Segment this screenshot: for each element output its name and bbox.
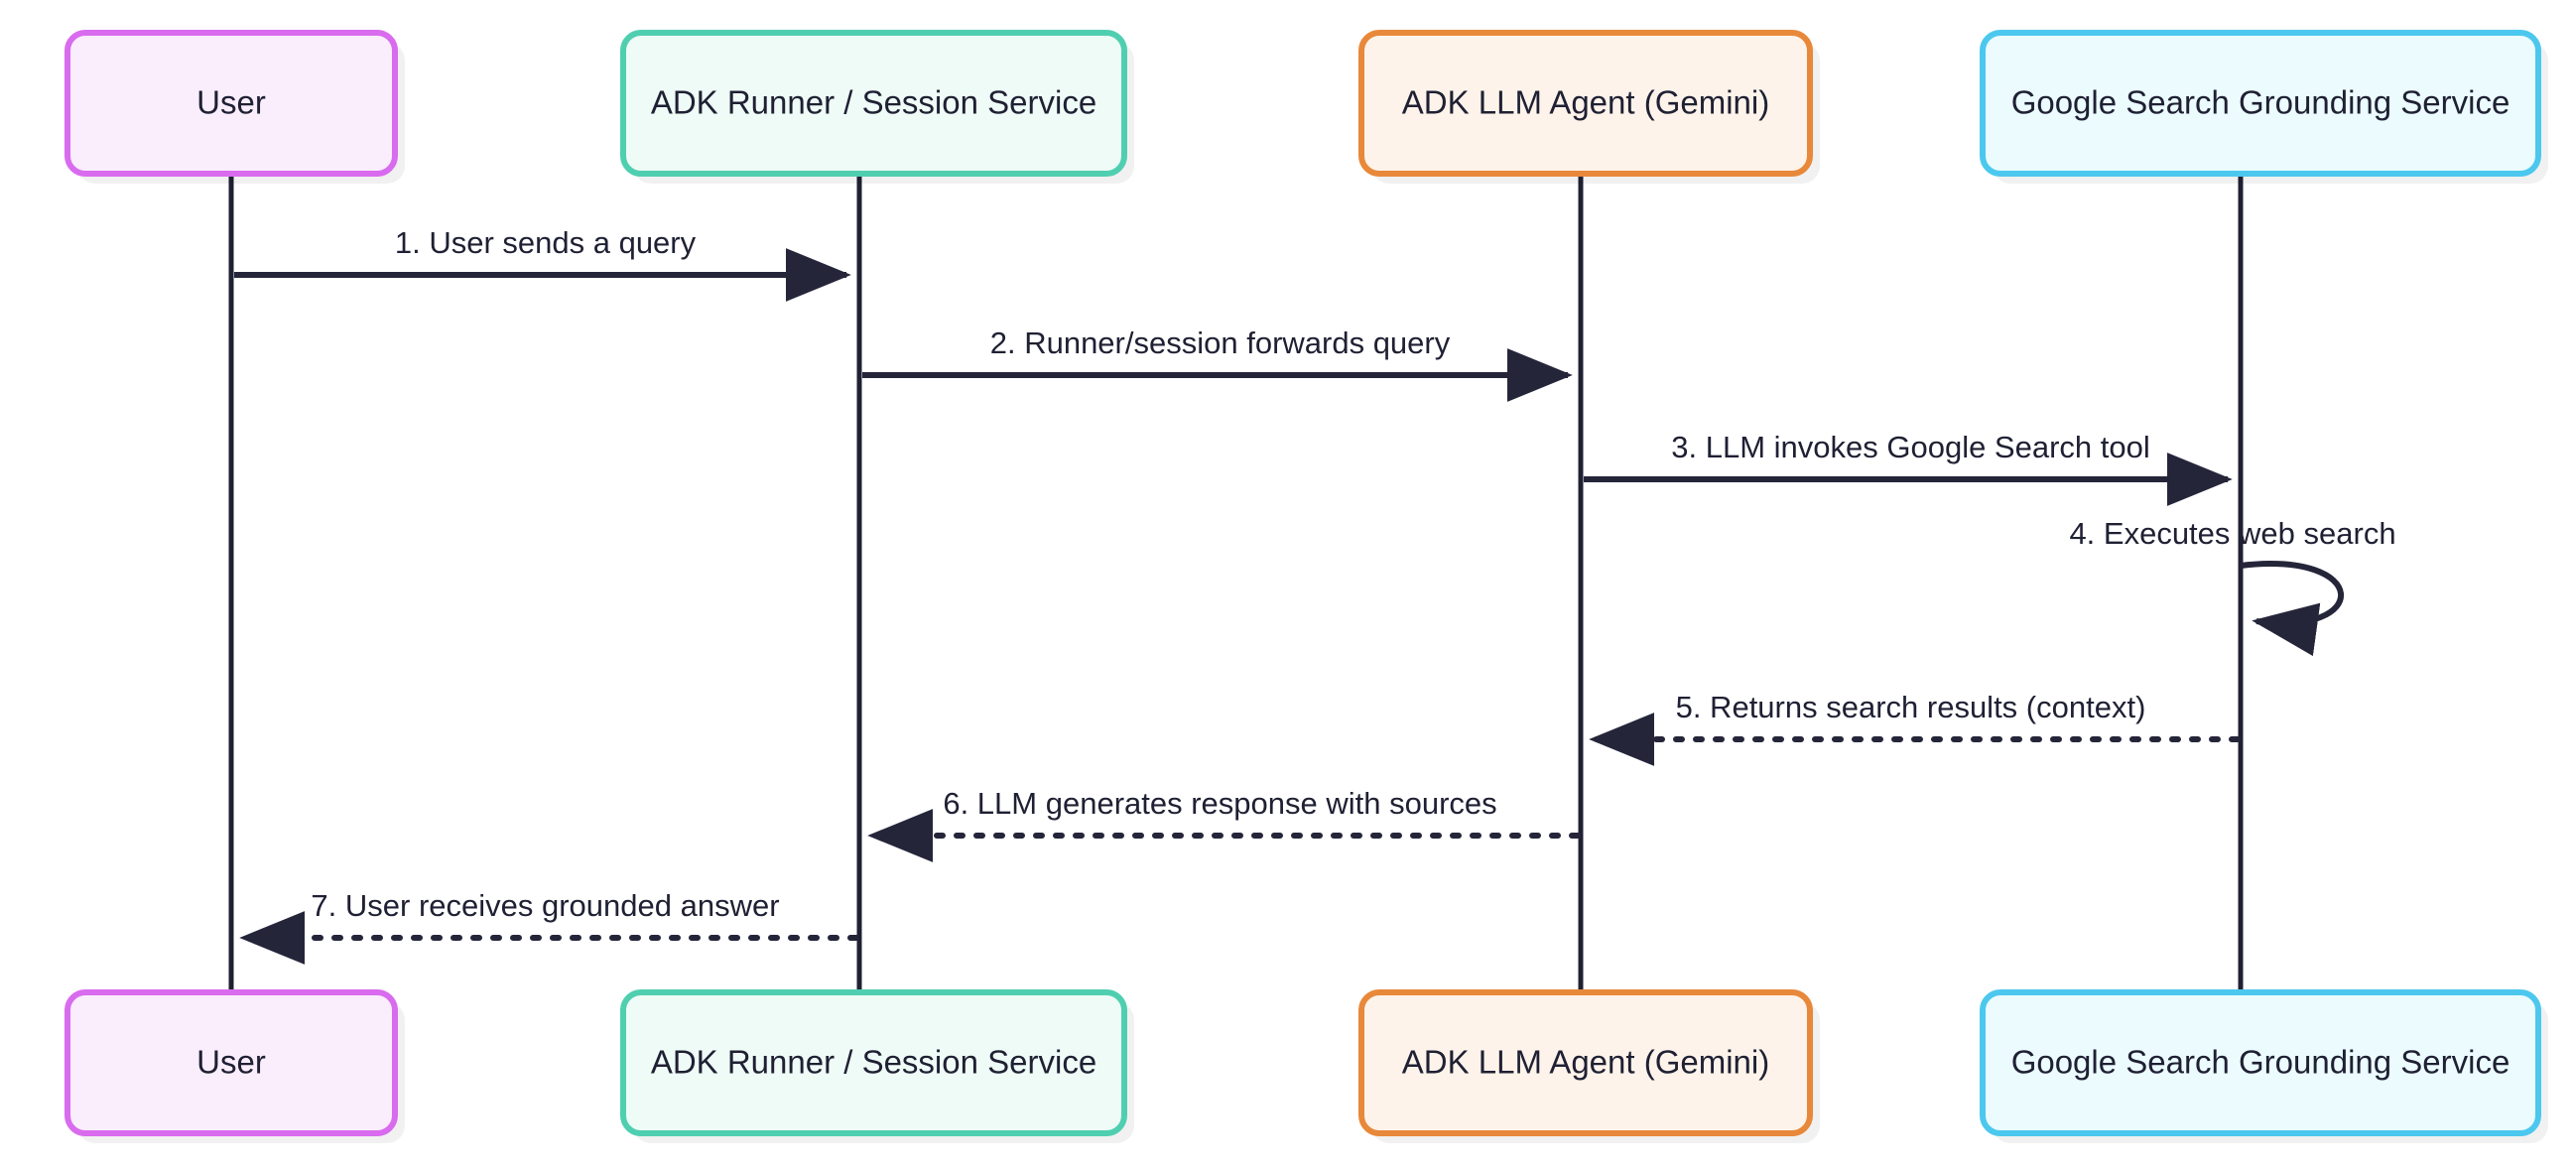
participant-box-runner-top[interactable] <box>620 30 1127 177</box>
participant-label-agent-bottom: ADK LLM Agent (Gemini) <box>1402 1044 1769 1081</box>
participant-boxes-top: User ADK Runner / Session Service ADK LLM … <box>64 30 2548 184</box>
message-label-7: 7. User receives grounded answer <box>311 888 779 923</box>
participant-label-search-bottom: Google Search Grounding Service <box>2011 1044 2511 1081</box>
participant-box-agent-bottom[interactable] <box>1358 989 1813 1136</box>
message-label-1: 1. User sends a query <box>395 225 697 260</box>
message-arrow-self-4 <box>2240 561 2345 657</box>
participant-label-runner-bottom: ADK Runner / Session Service <box>651 1044 1096 1081</box>
participant-box-search-bottom[interactable] <box>1980 989 2541 1136</box>
message-5[interactable]: 5. Returns search results (context) <box>1589 690 2241 766</box>
message-4[interactable]: 4. Executes web search <box>2069 516 2396 657</box>
participant-label-runner-top: ADK Runner / Session Service <box>651 84 1096 121</box>
participant-box-user-bottom[interactable] <box>64 989 398 1136</box>
lifelines-group <box>228 174 2244 992</box>
participant-label-agent-top: ADK LLM Agent (Gemini) <box>1402 84 1769 121</box>
participant-box-agent-top[interactable] <box>1358 30 1813 177</box>
participant-boxes-bottom: User ADK Runner / Session Service ADK LLM … <box>64 989 2548 1143</box>
message-2[interactable]: 2. Runner/session forwards query <box>862 325 1573 402</box>
message-label-4: 4. Executes web search <box>2069 516 2395 551</box>
message-label-2: 2. Runner/session forwards query <box>990 325 1451 360</box>
message-label-5: 5. Returns search results (context) <box>1676 690 2146 724</box>
messages-group: 1. User sends a query 2. Runner/session f… <box>234 225 2396 965</box>
message-3[interactable]: 3. LLM invokes Google Search tool <box>1584 430 2233 506</box>
message-6[interactable]: 6. LLM generates response with sources <box>867 786 1581 862</box>
participant-box-runner-bottom[interactable] <box>620 989 1127 1136</box>
participant-box-search-top[interactable] <box>1980 30 2541 177</box>
participant-label-user-bottom: User <box>196 1044 266 1081</box>
message-label-6: 6. LLM generates response with sources <box>943 786 1496 821</box>
participant-label-user-top: User <box>196 84 266 121</box>
message-label-3: 3. LLM invokes Google Search tool <box>1671 430 2150 464</box>
participant-box-user-top[interactable] <box>64 30 398 177</box>
message-1[interactable]: 1. User sends a query <box>234 225 851 302</box>
participant-label-search-top: Google Search Grounding Service <box>2011 84 2511 121</box>
message-7[interactable]: 7. User receives grounded answer <box>239 888 859 965</box>
